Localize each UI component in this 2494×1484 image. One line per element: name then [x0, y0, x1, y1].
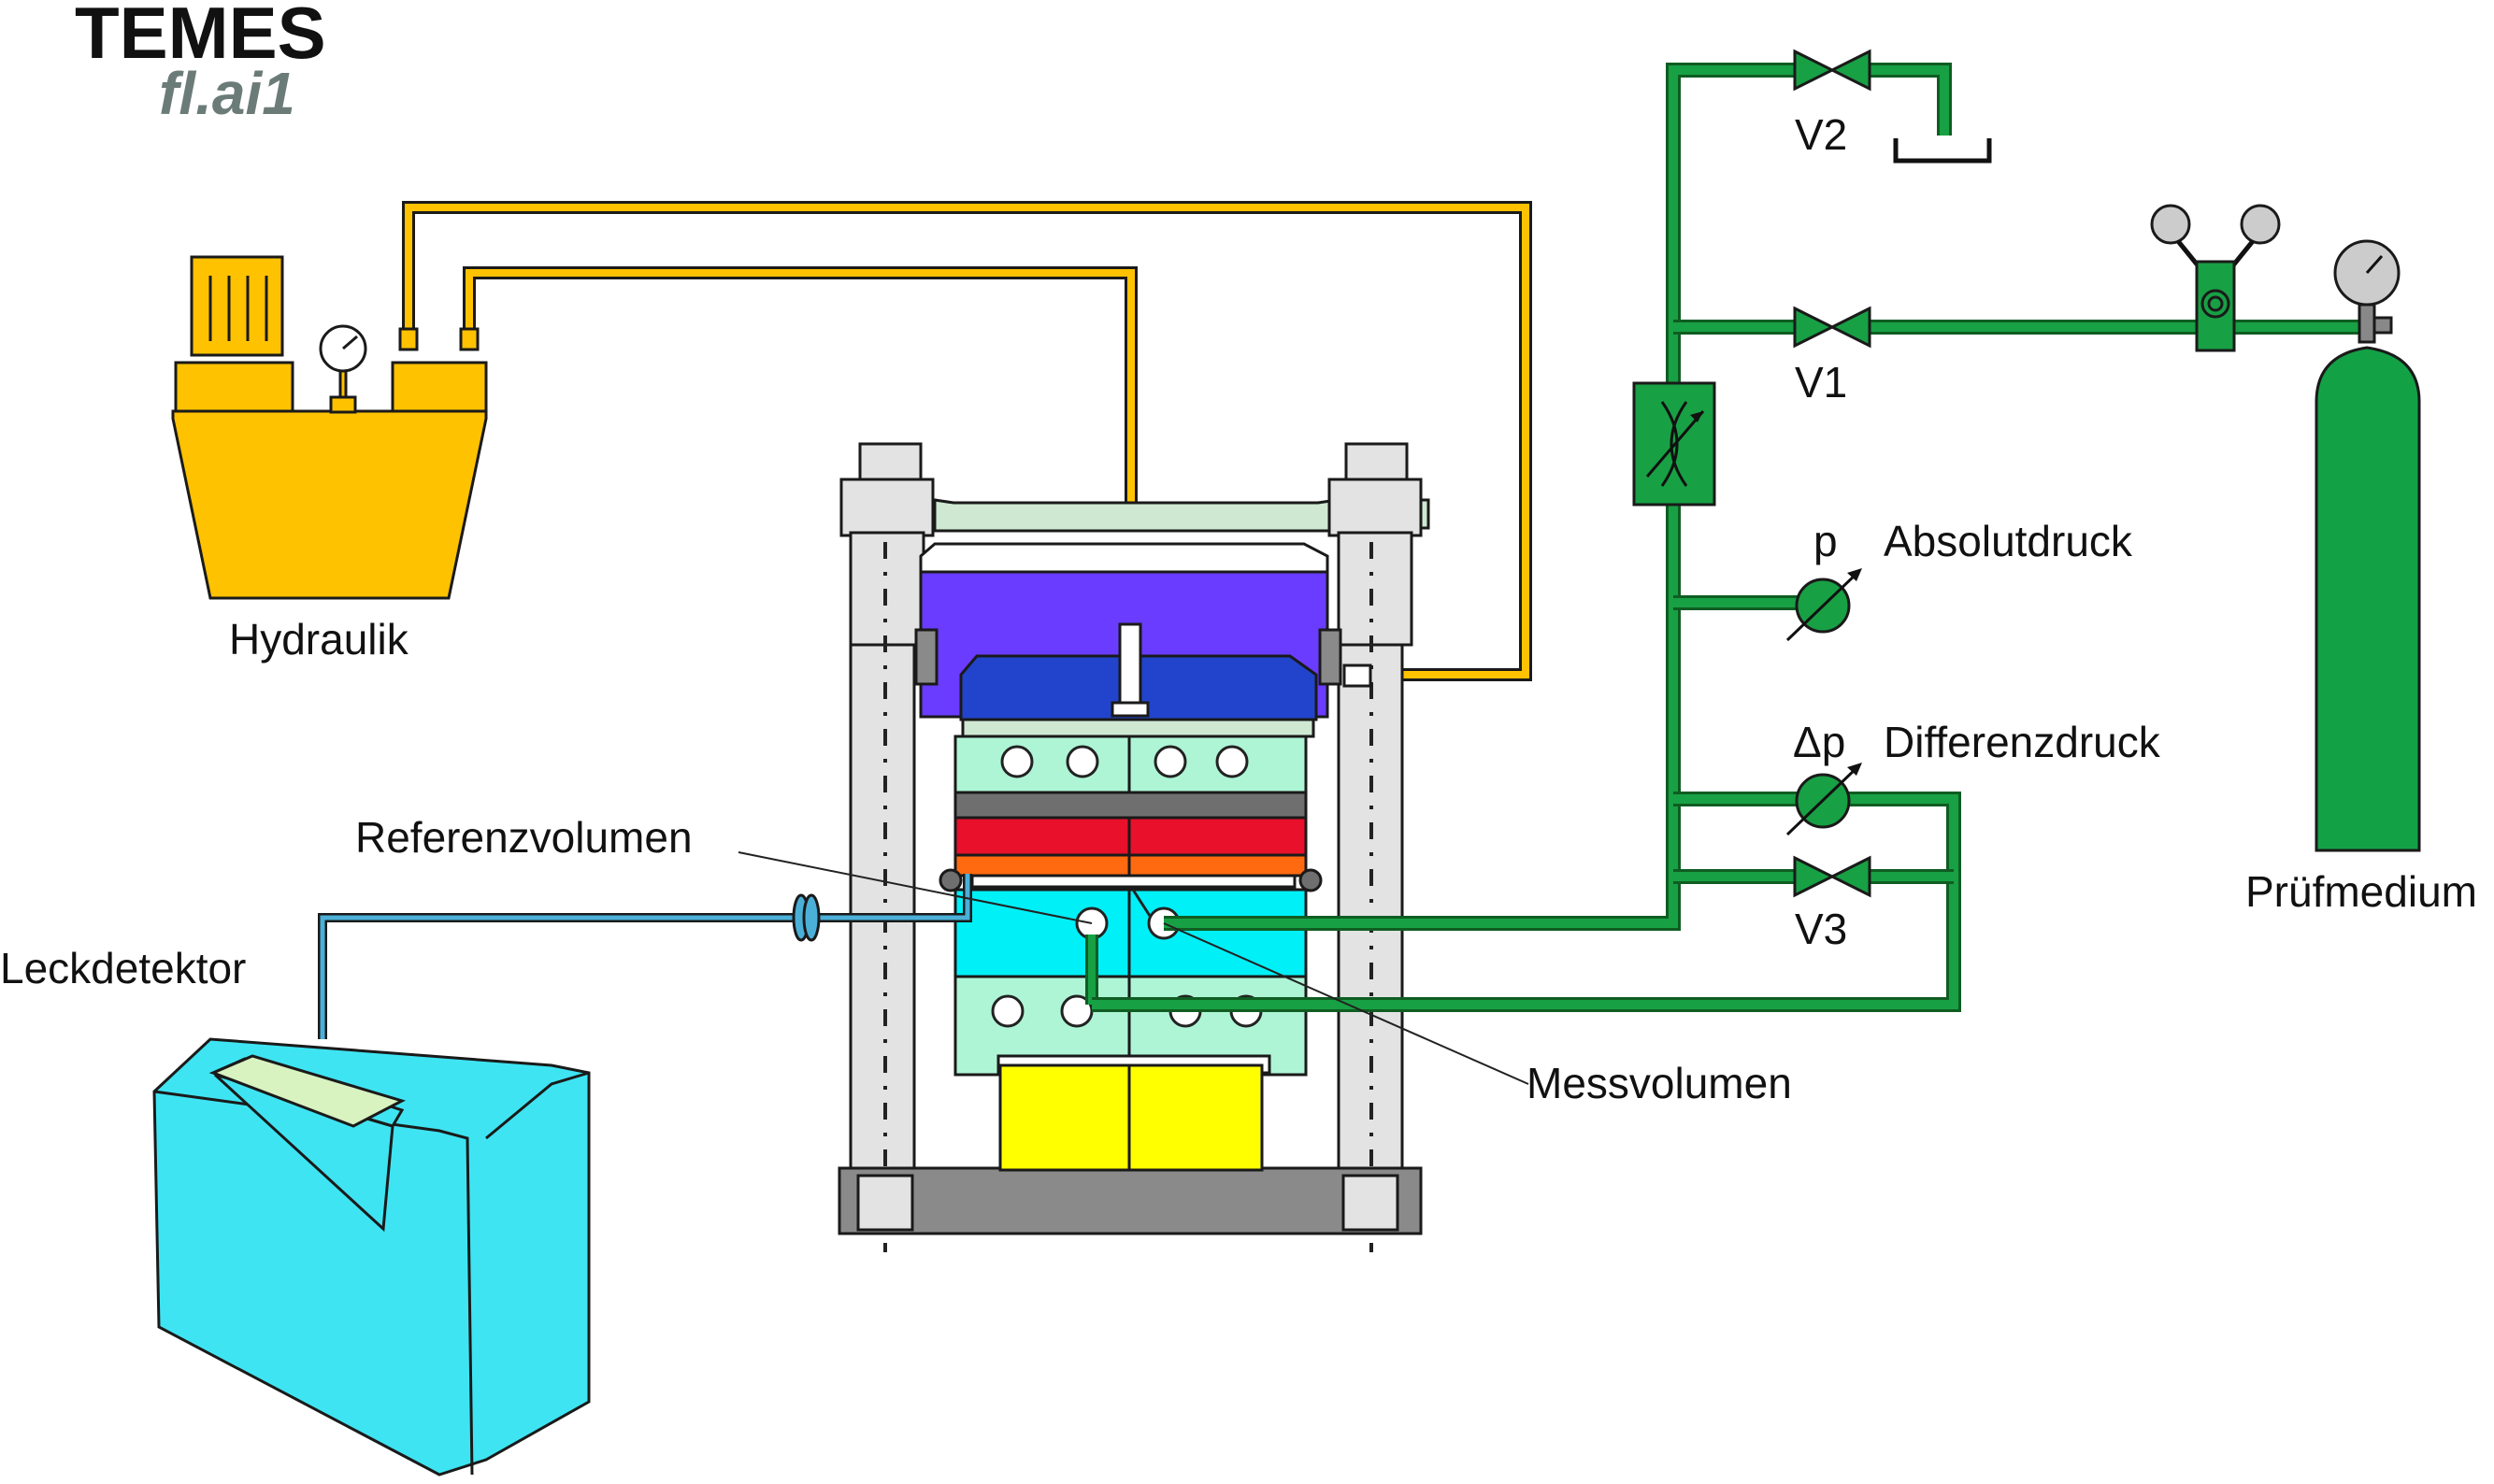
yellow-base-block	[998, 1063, 1264, 1172]
label-messvolumen: Messvolumen	[1526, 1059, 1792, 1107]
hydraulic-lines	[398, 201, 1532, 681]
label-differenzdruck: Differenzdruck	[1884, 718, 2161, 766]
detector-line	[318, 874, 972, 1039]
hydraulic-unit: Hydraulik	[171, 255, 488, 664]
flow-control-valve-icon	[1632, 381, 1716, 507]
press-frame	[838, 442, 1430, 1252]
valve-v3-icon	[1793, 855, 1871, 898]
press-stack	[914, 542, 1372, 1172]
motor	[190, 255, 284, 357]
label-v2: V2	[1795, 110, 1847, 159]
label-v1: V1	[1795, 358, 1847, 407]
differential-pressure-sensor-icon	[1785, 763, 1862, 836]
label-absolutdruck: Absolutdruck	[1884, 517, 2133, 565]
label-p: p	[1813, 517, 1838, 565]
drain-vessel	[1893, 138, 1992, 164]
label-dp: Δp	[1793, 718, 1845, 766]
label-referenzvolumen: Referenzvolumen	[355, 813, 693, 862]
callout-line-messvolumen	[1163, 922, 1529, 1085]
label-leckdetektor: Leckdetektor	[0, 944, 246, 992]
callout-line-referenzvolumen	[738, 851, 1093, 924]
valve-v1-icon	[1793, 306, 1871, 349]
label-hydraulik: Hydraulik	[229, 615, 409, 664]
label-v3: V3	[1795, 905, 1847, 953]
gas-cylinder: Prüfmedium	[2245, 239, 2477, 916]
label-pruefmedium: Prüfmedium	[2245, 867, 2477, 916]
leak-detector: Leckdetektor	[0, 944, 591, 1477]
gas-lines	[1092, 63, 2365, 1012]
pressure-regulator-icon	[2150, 204, 2281, 352]
valve-v2-icon	[1793, 49, 1871, 92]
brand-subtitle: fl.ai1	[159, 60, 295, 127]
base-plate	[838, 1166, 1423, 1235]
brand-title: TEMES	[75, 0, 326, 74]
detector-screen	[208, 1054, 406, 1128]
absolute-pressure-sensor-icon	[1785, 568, 1862, 642]
brand-logo: TEMES fl.ai1	[75, 0, 326, 127]
